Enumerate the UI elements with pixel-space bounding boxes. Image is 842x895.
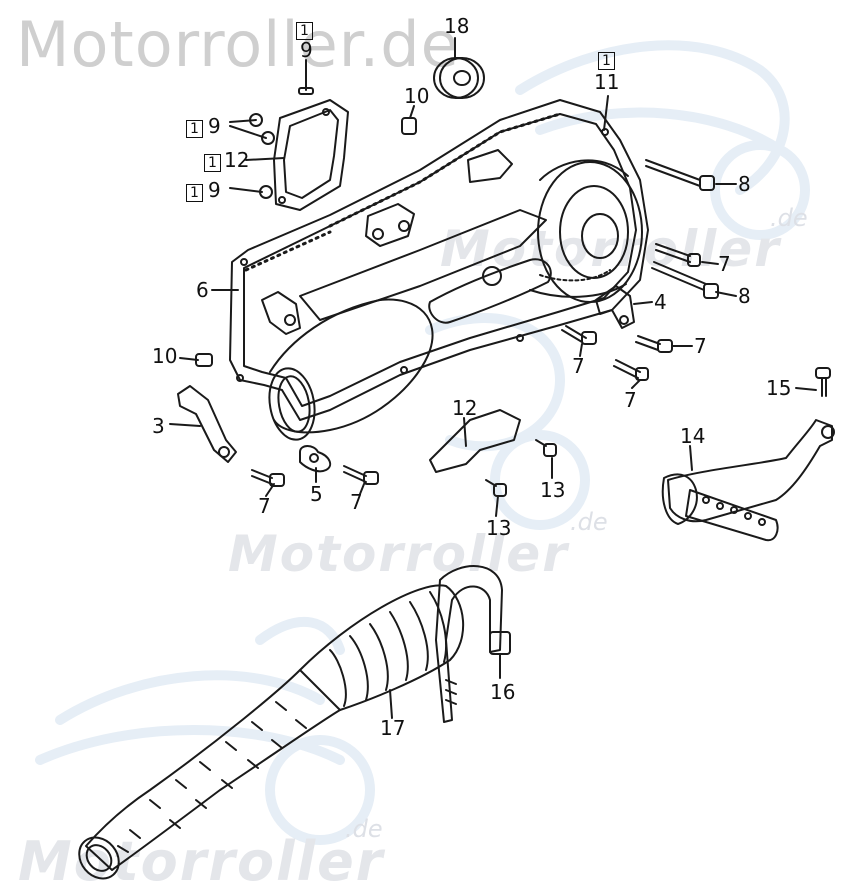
- callout-box-marker: 1: [598, 52, 615, 70]
- callout-11: 11: [594, 70, 620, 94]
- callout-13-left: 13: [486, 516, 512, 540]
- screw-13-left: [485, 479, 507, 497]
- bolt-15: [815, 367, 831, 397]
- callout-12-lower: 12: [452, 396, 478, 420]
- bearing: [433, 57, 485, 99]
- callout-9-low: 9: [208, 178, 221, 202]
- screw-13-right: [535, 439, 557, 457]
- callout-10-upper: 10: [404, 84, 430, 108]
- long-bolt-8-lower: [651, 261, 719, 299]
- screw-9-top: [298, 77, 314, 95]
- watermark-logo: Motorroller: [228, 525, 569, 583]
- callout-9-mid: 9: [208, 114, 221, 138]
- callout-14: 14: [680, 424, 706, 448]
- callout-box-marker: 1: [186, 184, 203, 202]
- clip-3: [177, 385, 237, 463]
- bolt-7-lower-right: [613, 359, 649, 381]
- callout-8-lower: 8: [738, 284, 751, 308]
- callout-16: 16: [490, 680, 516, 704]
- callout-7-center: 7: [572, 354, 585, 378]
- callout-15: 15: [766, 376, 792, 400]
- callout-7-mid-right: 7: [694, 334, 707, 358]
- bolt-7-mid-right: [635, 335, 673, 353]
- callout-4: 4: [654, 290, 667, 314]
- callout-18: 18: [444, 14, 470, 38]
- watermark-logo-tld: .de: [770, 204, 808, 232]
- callout-11-box: 1: [598, 48, 615, 70]
- callout-box-marker: 1: [296, 22, 313, 40]
- callout-12-upper-box: 1: [204, 150, 221, 172]
- callout-10-left: 10: [152, 344, 178, 368]
- callout-9-mid-box: 1: [186, 116, 203, 138]
- kick-starter-lever: [661, 419, 835, 542]
- callout-8-upper: 8: [738, 172, 751, 196]
- bolt-7-bottom-mid: [343, 465, 379, 485]
- long-bolt-8-upper: [645, 159, 715, 191]
- callout-9-top: 9: [300, 38, 313, 62]
- watermark-logo-tld: .de: [345, 815, 383, 843]
- bolt-7-right: [655, 243, 701, 267]
- callout-box-marker: 1: [204, 154, 221, 172]
- dowel-pin-upper: [401, 117, 417, 135]
- callout-3: 3: [152, 414, 165, 438]
- hose-clamp-strap: [435, 565, 511, 723]
- clamp-5: [299, 445, 332, 473]
- crankcase-cover: [229, 99, 649, 441]
- callout-box-marker: 1: [186, 120, 203, 138]
- bolt-7-center: [561, 325, 597, 345]
- watermark-logo-tld: .de: [570, 508, 608, 536]
- watermark-logo: Motorroller: [18, 830, 385, 893]
- callout-7-bottom-left: 7: [258, 494, 271, 518]
- heat-shield-plate: [429, 409, 521, 473]
- callout-13-right: 13: [540, 478, 566, 502]
- watermark-site-title: Motorroller.de: [16, 8, 460, 81]
- callout-9-low-box: 1: [186, 180, 203, 202]
- callout-5: 5: [310, 482, 323, 506]
- callout-7-right: 7: [718, 252, 731, 276]
- callout-7-bottom-mid: 7: [350, 490, 363, 514]
- callout-17: 17: [380, 716, 406, 740]
- callout-6: 6: [196, 278, 209, 302]
- callout-9-top-box: 1: [296, 18, 313, 40]
- screw-9-mid: [249, 113, 275, 145]
- air-duct-bellows: [78, 584, 464, 880]
- bracket-4: [595, 285, 635, 329]
- inspection-cover-plate: [273, 99, 349, 211]
- callout-7-lower-right: 7: [624, 388, 637, 412]
- callout-12-upper: 12: [224, 148, 250, 172]
- bolt-7-bottom-left: [251, 469, 285, 487]
